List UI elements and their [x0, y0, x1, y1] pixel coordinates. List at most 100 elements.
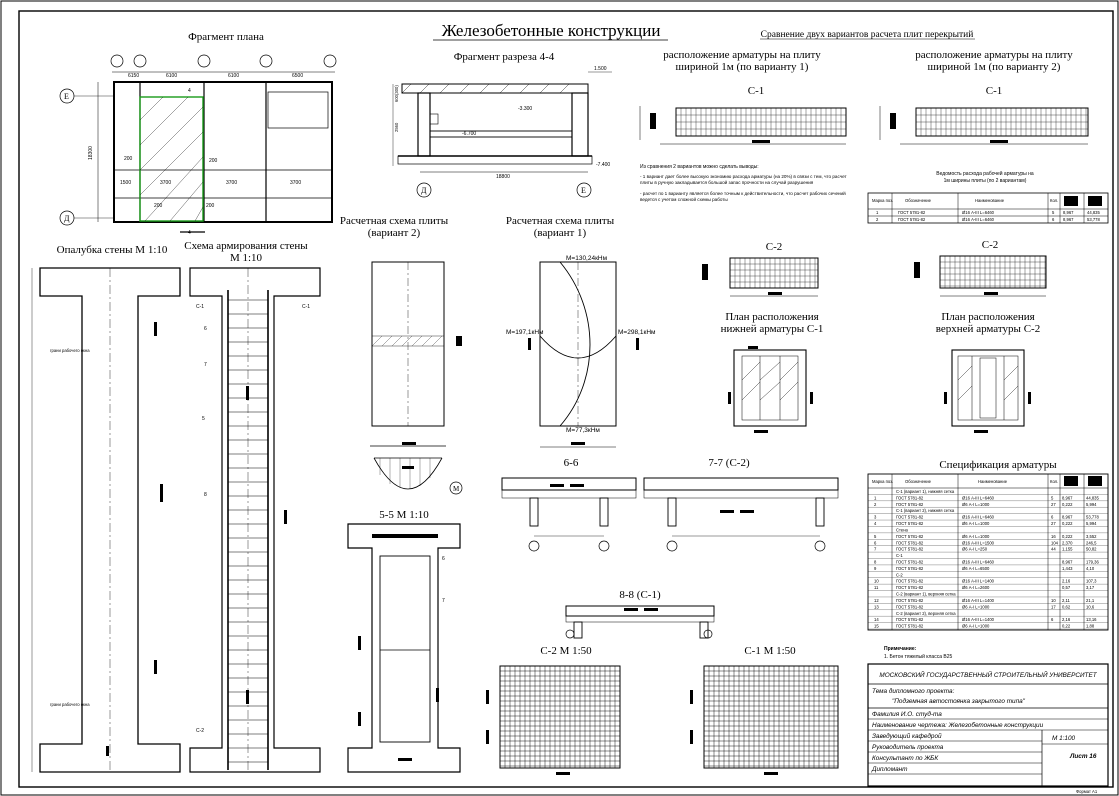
spec-cell: 0,222 — [1062, 521, 1073, 526]
spec-cell: 1,443 — [1062, 566, 1073, 571]
spec-table-row: С-1 (вариант 2), нижняя сетка — [868, 508, 1108, 514]
svg-text:1500: 1500 — [120, 180, 131, 186]
plan-fragment-title: Фрагмент плана — [188, 31, 264, 43]
spec-h-qty: Кол. — [1050, 479, 1058, 484]
spec-cell: 1,88 — [1086, 624, 1095, 629]
spec-cell: 179,36 — [1086, 560, 1099, 565]
tb-graduate: Дипломант — [871, 766, 908, 773]
rebar-v2-title-b: шириной 1м (по варианту 2) — [928, 61, 1061, 73]
small-h-name: Наименование — [975, 198, 1005, 203]
calc-v2-title-b: (вариант 2) — [368, 227, 421, 239]
svg-text:5: 5 — [1052, 210, 1055, 215]
svg-text:1: 1 — [876, 210, 879, 215]
spec-cell: 8 — [874, 560, 877, 565]
spec-cell: ГОСТ 5781-82 — [896, 566, 924, 571]
spec-cell: 6 — [1051, 515, 1054, 520]
hatched-slab-panel — [139, 96, 204, 222]
spec-cell: Ø16 А-III L=6460 — [962, 560, 995, 565]
svg-text:44,835: 44,835 — [1087, 210, 1100, 215]
axis-m-bubble: М — [453, 485, 460, 493]
svg-text:6: 6 — [204, 326, 207, 332]
spec-table: Спецификация арматуры Марка поз. Обознач… — [867, 459, 1109, 631]
plan-lower-title-a: План расположения — [725, 311, 818, 323]
plan-upper-rebar: План расположения верхней арматуры С-2 — [936, 311, 1040, 433]
spec-cell: 246,5 — [1086, 540, 1097, 545]
svg-text:4: 4 — [188, 230, 191, 236]
wall-label-bottom: грани рабочего окна — [50, 702, 90, 707]
c2-mesh-right: С-2 — [914, 239, 1047, 297]
tb-head: Заведующий кафедрой — [872, 732, 942, 740]
svg-text:200: 200 — [124, 156, 133, 162]
spec-cell: ГОСТ 5781-82 — [896, 560, 924, 565]
wall-reinforcement: Схема армирования стены М 1:10 С-1 С-1 6… — [184, 240, 321, 773]
spec-cell: 0,62 — [1062, 604, 1071, 609]
spec-cell: Ø6 А-I L=1000 — [962, 521, 990, 526]
format-label: Формат А1 — [1076, 789, 1098, 794]
spec-cell: 10,6 — [1086, 604, 1095, 609]
plan-fragment: Фрагмент плана 6150 6100 6100 6500 2 — [59, 31, 337, 236]
calc-v2-title-a: Расчетная схема плиты — [340, 215, 449, 227]
spec-cell: С-2 (вариант 2), верхняя сетка — [896, 611, 956, 616]
rebar-v2-title-a: расположение арматуры на плиту — [915, 49, 1073, 61]
spec-cell: С-1 (вариант 2), нижняя сетка — [896, 508, 955, 513]
spec-cell: ГОСТ 5781-82 — [896, 502, 924, 507]
svg-text:3700: 3700 — [226, 180, 237, 186]
spec-cell: ГОСТ 5781-82 — [896, 617, 924, 622]
spec-cell: 2,11 — [1062, 598, 1071, 603]
svg-text:3700: 3700 — [160, 180, 171, 186]
spec-cell: Ø16 А-III L=6460 — [962, 495, 995, 500]
spec-cell: 44 — [1051, 547, 1056, 552]
plan-dim-left: 18300 — [88, 146, 94, 160]
elev-top: 1.500 — [594, 66, 607, 72]
spec-cell: 7 — [874, 547, 877, 552]
spec-cell: ГОСТ 5781-82 — [896, 598, 924, 603]
section-4-4-title: Фрагмент разреза 4-4 — [454, 51, 555, 63]
plan-upper-title-a: План расположения — [941, 311, 1034, 323]
svg-text:ГОСТ 5781-82: ГОСТ 5781-82 — [898, 210, 926, 215]
elev-base: -7.400 — [596, 162, 610, 168]
spec-cell: Ø16 А-III L=1500 — [962, 540, 995, 545]
svg-text:6: 6 — [1052, 217, 1055, 222]
spec-cell: С-2 — [896, 572, 903, 577]
plan-dim-1: 6150 — [128, 73, 139, 79]
tb-university: МОСКОВСКИЙ ГОСУДАРСТВЕННЫЙ СТРОИТЕЛЬНЫЙ … — [879, 670, 1097, 679]
spec-cell: 21,1 — [1086, 598, 1095, 603]
spec-cell: Ø6 А-I L=1000 — [962, 534, 990, 539]
svg-text:8: 8 — [204, 492, 207, 498]
spec-cell: ГОСТ 5781-82 — [896, 540, 924, 545]
spec-cell: ГОСТ 5781-82 — [896, 534, 924, 539]
section-4-4: Фрагмент разреза 4-4 1.500 -3.300 -6.700… — [392, 51, 612, 198]
svg-text:600(300): 600(300) — [394, 85, 399, 102]
spec-table-row: С-1 (вариант 1), нижняя сетка — [868, 489, 1108, 495]
svg-text:С-2: С-2 — [196, 728, 204, 734]
spec-cell: 5,994 — [1086, 521, 1097, 526]
c1-scale-mesh: С-1 М 1:50 — [690, 645, 839, 775]
spec-cell: Ø6 А-I L=2600 — [962, 585, 990, 590]
remark-1: 1. Бетон тяжелый класса В25 — [884, 653, 952, 660]
svg-text:3700: 3700 — [290, 180, 301, 186]
small-table-row: 1 ГОСТ 5781-82 Ø16 А-III L=6460 5 8,967 … — [876, 210, 1100, 215]
section-8-8: 8-8 (С-1) — [565, 589, 715, 639]
spec-cell: 13 — [874, 604, 879, 609]
remarks: Примечание: 1. Бетон тяжелый класса В25 — [884, 646, 952, 660]
calc-v1-title-b: (вариант 1) — [534, 227, 587, 239]
tb-scale: М 1:100 — [1052, 735, 1076, 742]
spec-cell: 8,967 — [1062, 515, 1073, 520]
spec-cell: 1 — [874, 495, 877, 500]
rebar-variant-1: расположение арматуры на плиту шириной 1… — [639, 49, 847, 145]
spec-cell: Ø6 А-I L=1000 — [962, 604, 990, 609]
spec-cell: 44,835 — [1086, 495, 1099, 500]
svg-text:Ø16 А-III L=6460: Ø16 А-III L=6460 — [962, 217, 995, 222]
c2-mesh-left: С-2 — [702, 241, 819, 297]
elev-mid: -3.300 — [518, 106, 532, 112]
svg-text:4: 4 — [188, 88, 191, 94]
